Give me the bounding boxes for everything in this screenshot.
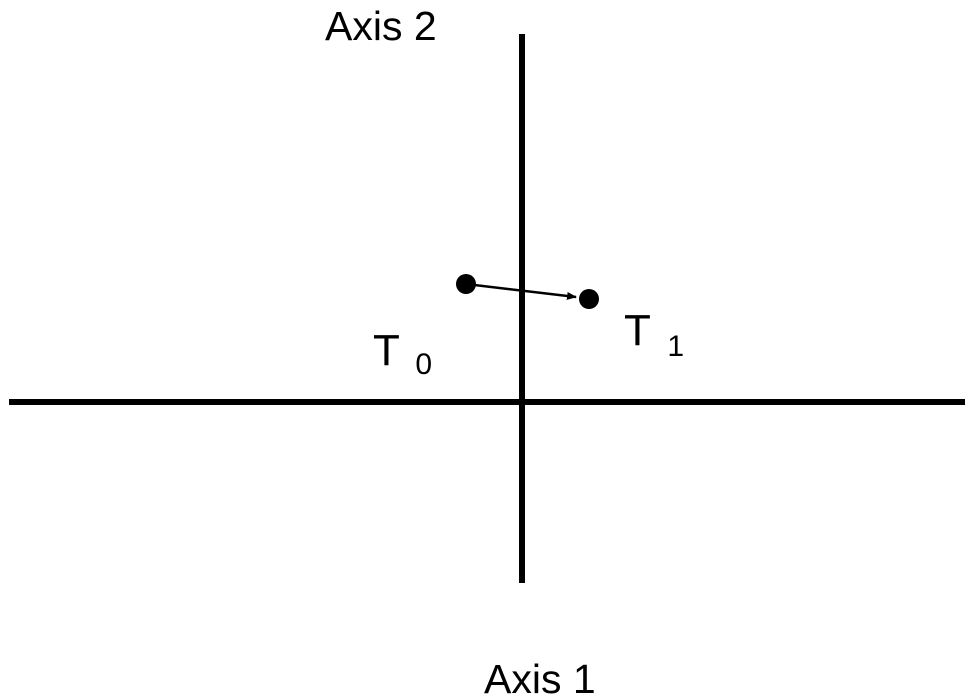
t0-label: T 0 bbox=[373, 326, 432, 381]
t0-label-main: T bbox=[373, 326, 399, 375]
t0-label-subscript: 0 bbox=[415, 348, 432, 381]
t0-point bbox=[456, 274, 476, 294]
t1-label-subscript: 1 bbox=[667, 330, 684, 363]
t1-label-main: T bbox=[624, 306, 650, 355]
t1-point bbox=[579, 289, 599, 309]
t1-label: T 1 bbox=[624, 306, 684, 363]
axis-1-label: Axis 1 bbox=[484, 656, 596, 698]
axis-2-label: Axis 2 bbox=[325, 3, 437, 49]
movement-arrow bbox=[465, 282, 577, 300]
